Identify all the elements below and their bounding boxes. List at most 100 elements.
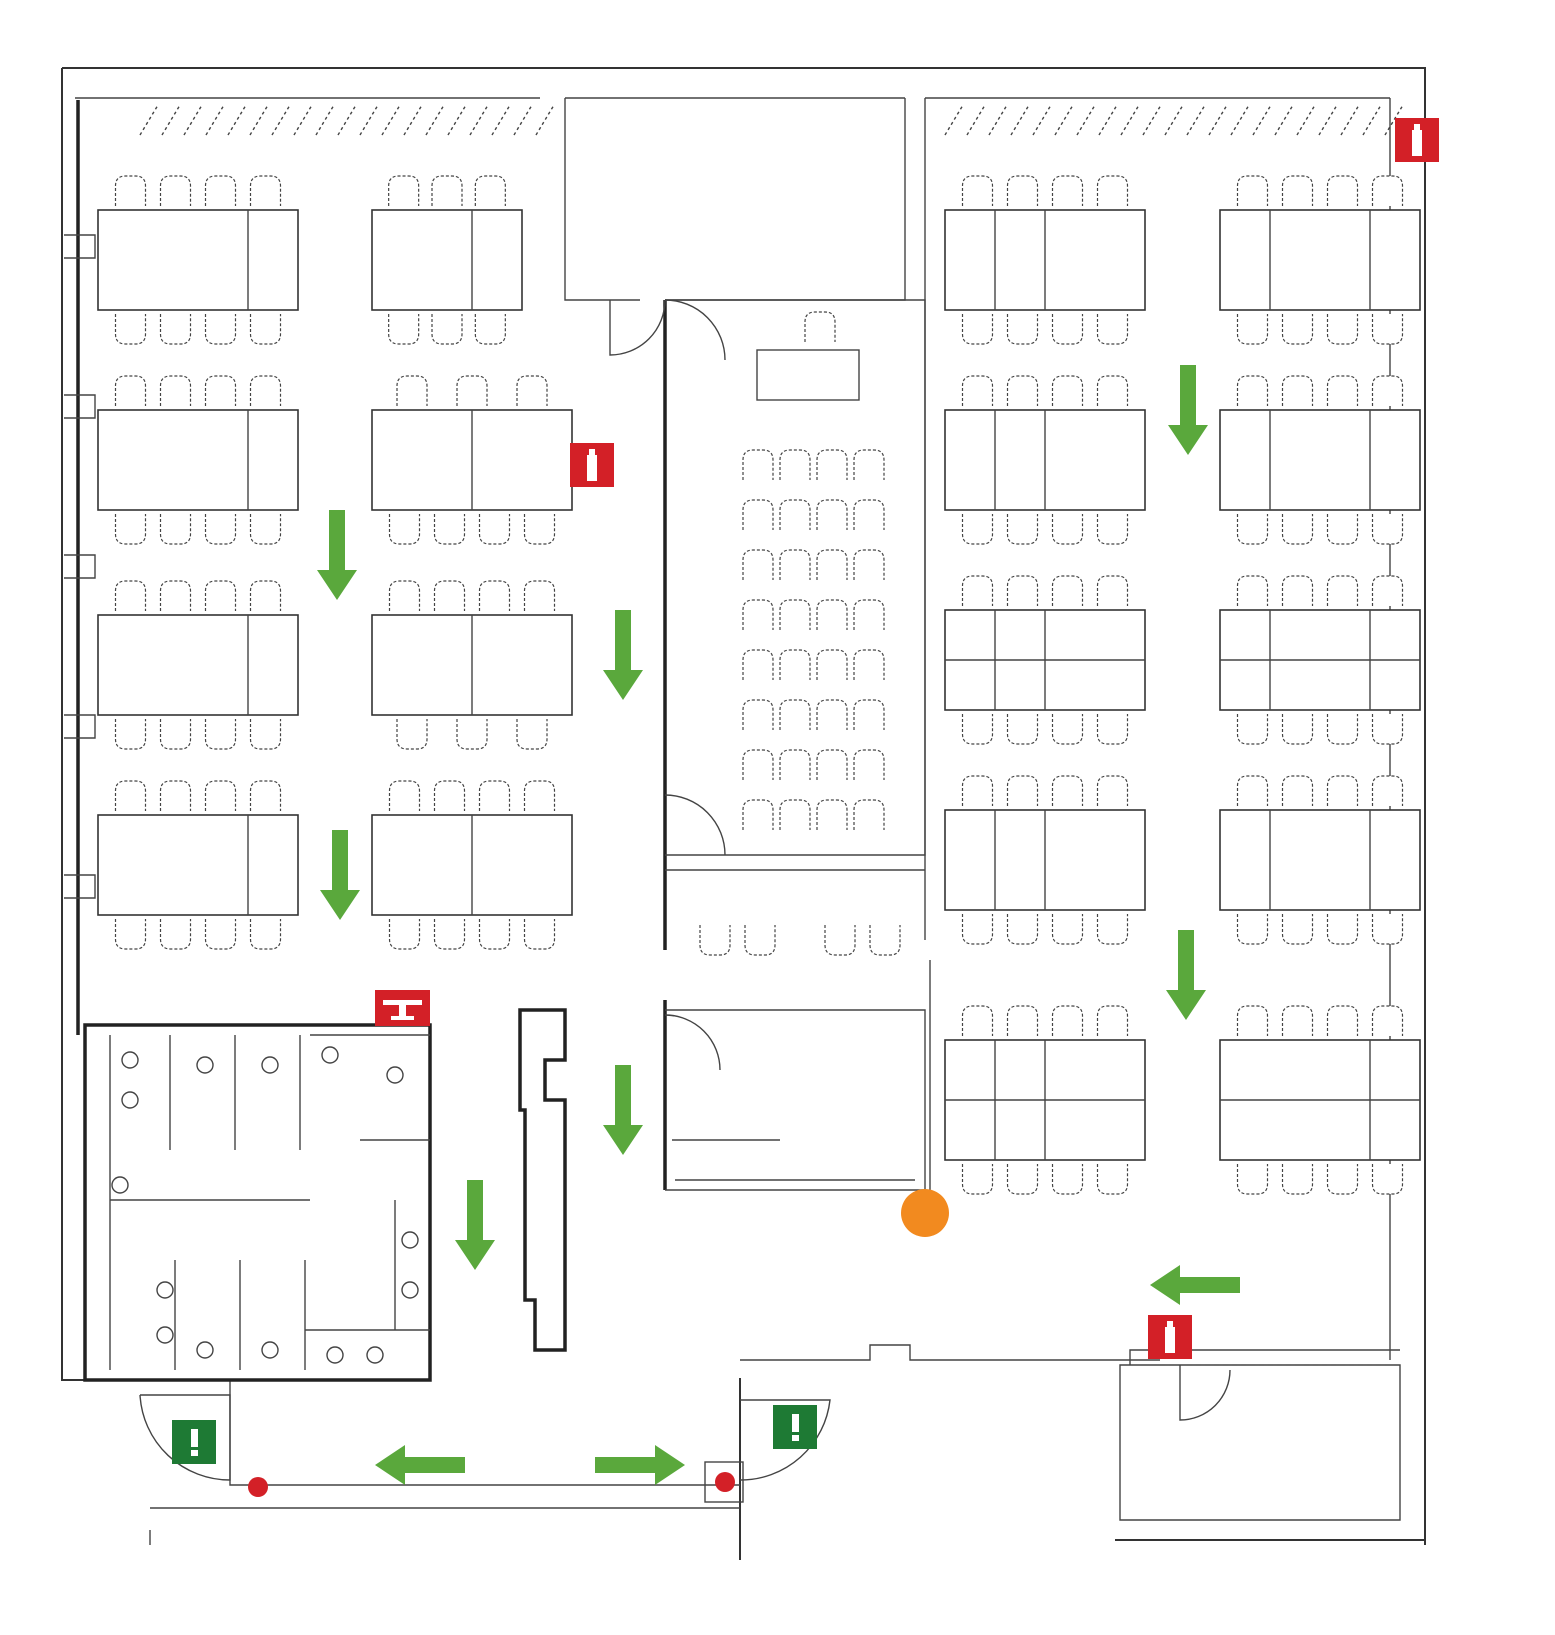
chair [249,375,282,406]
chair [1006,514,1039,545]
chair [1051,514,1084,545]
window-hatch [315,104,335,136]
chair [1236,714,1269,745]
chair [1096,775,1129,806]
window-hatch [469,104,489,136]
chair [1371,175,1404,206]
chair [1096,575,1129,606]
chair [816,449,848,480]
chair [1236,1164,1269,1195]
chair [742,699,774,730]
chair [1371,575,1404,606]
chair [1236,575,1269,606]
desk-cluster [1219,1005,1421,1195]
chair [433,919,466,950]
chair [961,1164,994,1195]
chair [744,925,776,956]
chair [816,699,848,730]
chair [1371,775,1404,806]
desk-cluster [371,580,573,750]
chair [1281,914,1314,945]
chair [204,175,237,206]
desks-and-chairs [97,175,1421,1195]
chair [478,580,511,611]
window-hatch [1054,104,1074,136]
chair [159,919,192,950]
chair [159,780,192,811]
chair [853,699,885,730]
chair [1096,514,1129,545]
window-hatch [293,104,313,136]
chair [1236,914,1269,945]
chair [853,499,885,530]
chair [1006,575,1039,606]
desk [97,614,299,716]
desk [97,209,299,311]
window-hatch [227,104,247,136]
window-hatch [1252,104,1272,136]
window-hatch [1164,104,1184,136]
chair [516,719,548,750]
window-hatch [1340,104,1360,136]
arrow-icon [1150,1265,1240,1305]
chair [431,175,463,206]
chair [523,580,556,611]
chair [1281,375,1314,406]
chair [742,499,774,530]
chair [249,175,282,206]
window-hatch [1010,104,1030,136]
window-hatch [966,104,986,136]
window-hatch [535,104,555,136]
desk-cluster [944,575,1146,745]
chair [816,749,848,780]
chair [1371,514,1404,545]
chair [1371,1164,1404,1195]
chair [388,175,420,206]
chair [1281,314,1314,345]
chair [249,514,282,545]
chair [1326,314,1359,345]
chair [699,925,731,956]
chair [1006,1164,1039,1195]
chair [388,919,421,950]
chair [1371,1005,1404,1036]
chair [159,314,192,345]
chair [742,549,774,580]
chair [474,314,506,345]
chair [204,580,237,611]
chair [159,719,192,750]
chair [1006,314,1039,345]
chair [388,514,421,545]
emergency-exit-icon [773,1405,817,1449]
chair [159,175,192,206]
chair [159,514,192,545]
chair [1236,514,1269,545]
chair [1006,914,1039,945]
chair [433,780,466,811]
emergency-exit-icon [172,1420,216,1464]
chair [816,549,848,580]
chair [1371,914,1404,945]
chair [961,775,994,806]
chair [1326,1005,1359,1036]
chair [523,514,556,545]
chair [249,580,282,611]
chair [159,580,192,611]
desk [97,814,299,916]
chair [1236,375,1269,406]
chair [1096,375,1129,406]
window-hatch [491,104,511,136]
chair [388,580,421,611]
chair [1051,1164,1084,1195]
chair [853,749,885,780]
arrow-icon [603,1065,643,1155]
desk-cluster [371,780,573,950]
desk [1219,209,1421,311]
chair [1326,375,1359,406]
desk-cluster [944,175,1146,345]
chair [478,919,511,950]
chair [1281,714,1314,745]
window-hatch [1208,104,1228,136]
window-hatch [1120,104,1140,136]
chair [114,580,147,611]
